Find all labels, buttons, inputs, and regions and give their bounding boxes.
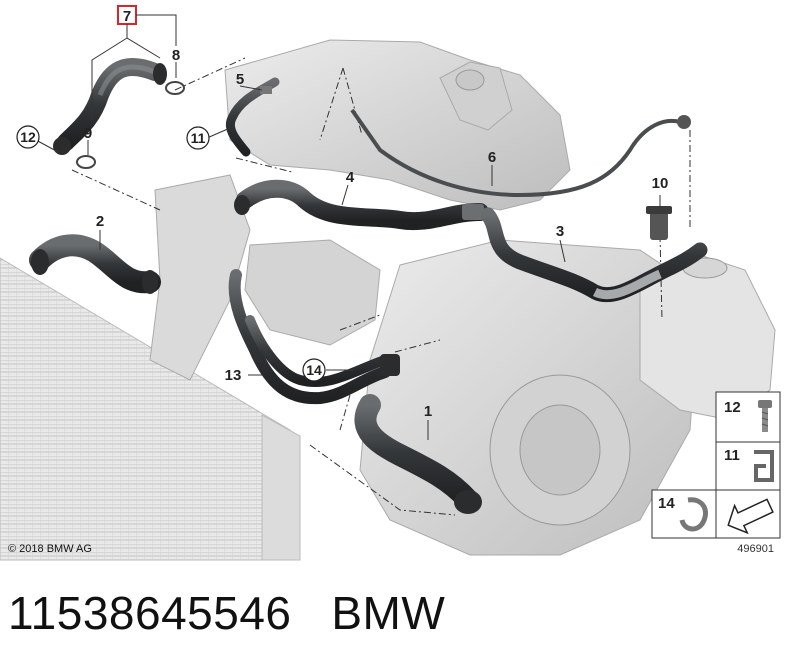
callout-2: 2 xyxy=(96,213,104,230)
callout-5: 5 xyxy=(236,71,244,88)
callout-13: 13 xyxy=(225,367,242,384)
hose-13 xyxy=(228,269,400,405)
copyright-text: © 2018 BMW AG xyxy=(8,543,92,555)
callout-9: 9 xyxy=(84,125,92,142)
part-caption: 11538645546 BMW xyxy=(8,586,445,640)
legend-12: 12 xyxy=(724,399,741,416)
assembly-lines xyxy=(71,57,691,516)
pipe-6 xyxy=(350,108,691,198)
callout-6: 6 xyxy=(488,149,496,166)
o-ring-8 xyxy=(165,81,185,95)
callout-7: 7 xyxy=(123,8,131,25)
arrow-icon xyxy=(727,498,774,535)
cylinder-head xyxy=(224,39,571,211)
callout-12-circle: 12 xyxy=(16,125,40,149)
expansion-tank xyxy=(639,254,776,421)
leader-lines xyxy=(35,14,661,440)
legend: 12 11 14 xyxy=(651,391,781,539)
brand-name: BMW xyxy=(331,587,446,639)
hose-4 xyxy=(234,179,489,231)
o-ring-9 xyxy=(76,155,96,169)
callout-12: 12 xyxy=(20,129,36,145)
callout-14: 14 xyxy=(306,362,322,378)
legend-11: 11 xyxy=(724,447,740,464)
callout-8: 8 xyxy=(172,47,180,64)
clamp-icon xyxy=(679,497,708,532)
screw-icon xyxy=(758,400,772,432)
diagram-id: 496901 xyxy=(737,543,774,555)
callout-1: 1 xyxy=(424,403,432,420)
clip-icon xyxy=(754,450,774,482)
hose-7 xyxy=(53,58,167,155)
hose-1 xyxy=(354,394,482,514)
part-number: 11538645546 xyxy=(8,587,292,639)
callout-11-circle: 11 xyxy=(186,126,210,150)
hose-5 xyxy=(226,77,280,157)
hose-2 xyxy=(29,234,161,294)
callout-14-circle: 14 xyxy=(302,358,326,382)
callout-10: 10 xyxy=(652,175,669,192)
temperature-sensor-10 xyxy=(646,206,672,240)
callout-4: 4 xyxy=(346,169,355,186)
callout-11: 11 xyxy=(191,130,206,146)
callout-3: 3 xyxy=(556,223,564,240)
radiator xyxy=(0,257,301,561)
legend-14: 14 xyxy=(658,495,675,512)
hose-3 xyxy=(480,207,708,303)
thermostat-housing xyxy=(149,174,381,381)
